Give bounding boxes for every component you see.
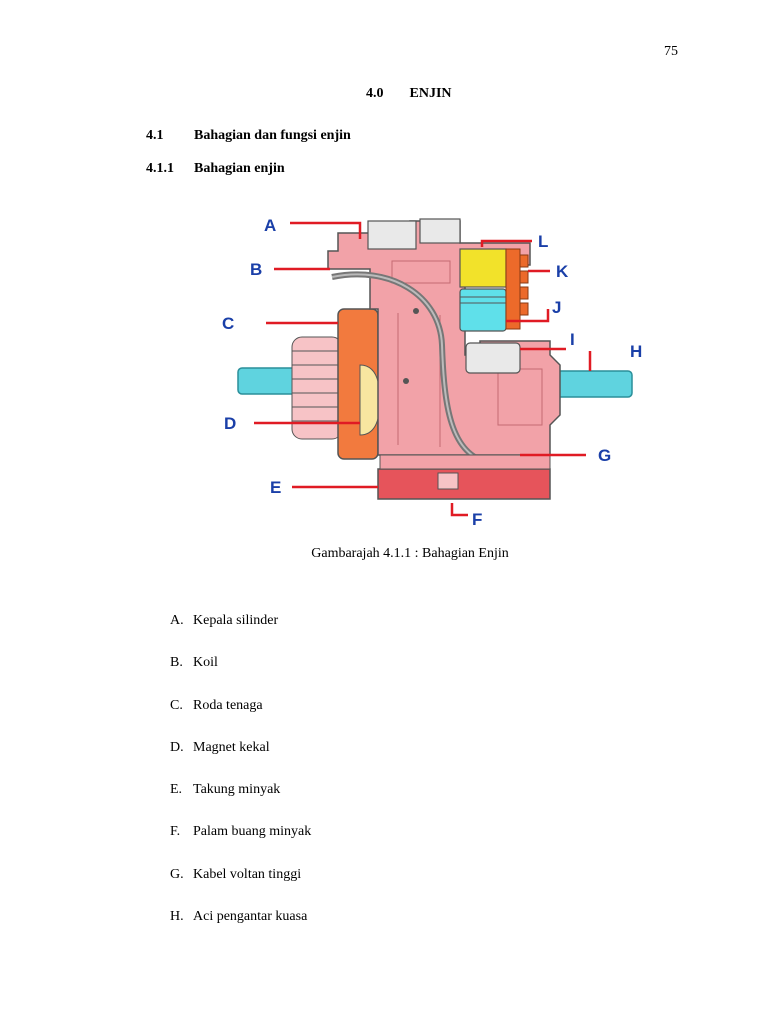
label-d: D bbox=[224, 414, 236, 433]
list-item: D. Magnet kekal bbox=[170, 738, 311, 780]
label-b: B bbox=[250, 260, 262, 279]
item-text: Takung minyak bbox=[193, 782, 281, 798]
label-a: A bbox=[264, 216, 276, 235]
item-text: Magnet kekal bbox=[193, 739, 270, 755]
item-key: B. bbox=[170, 655, 183, 671]
label-i: I bbox=[570, 330, 575, 349]
cylinder-head bbox=[367, 220, 417, 250]
cylinder-fins bbox=[505, 248, 529, 330]
bolt bbox=[403, 378, 409, 384]
label-l: L bbox=[538, 232, 548, 251]
chapter-title: ENJIN bbox=[409, 86, 452, 101]
chapter-heading: 4.0 ENJIN bbox=[366, 86, 452, 102]
label-k: K bbox=[556, 262, 569, 281]
page-number: 75 bbox=[664, 44, 678, 59]
oil-drain-plug bbox=[437, 472, 459, 490]
item-text: Roda tenaga bbox=[193, 697, 263, 713]
leader-lines bbox=[254, 221, 592, 517]
head-cover bbox=[419, 218, 461, 244]
parts-list: A. Kepala silinder B. Koil C. Roda tenaga D… bbox=[170, 611, 311, 949]
item-text: Kabel voltan tinggi bbox=[193, 866, 302, 882]
gear bbox=[465, 342, 521, 374]
label-j: J bbox=[552, 298, 561, 317]
list-item: G. Kabel voltan tinggi bbox=[170, 865, 311, 907]
label-e: E bbox=[270, 478, 281, 497]
section-number: 4.1 bbox=[146, 128, 164, 143]
label-h: H bbox=[630, 342, 642, 361]
list-item: H. Aci pengantar kuasa bbox=[170, 907, 311, 949]
section-heading: 4.1 Bahagian dan fungsi enjin bbox=[146, 128, 351, 144]
list-item: E. Takung minyak bbox=[170, 780, 311, 822]
item-text: Palam buang minyak bbox=[193, 824, 312, 840]
list-item: A. Kepala silinder bbox=[170, 611, 311, 653]
piston-ring-section bbox=[459, 248, 507, 288]
list-item: C. Roda tenaga bbox=[170, 696, 311, 738]
item-text: Aci pengantar kuasa bbox=[193, 909, 308, 925]
label-c: C bbox=[222, 314, 234, 333]
item-key: A. bbox=[170, 613, 184, 628]
oil-sump bbox=[377, 468, 551, 500]
item-key: D. bbox=[170, 739, 184, 755]
item-key: C. bbox=[170, 697, 183, 713]
item-key: G. bbox=[170, 866, 184, 882]
item-key: F. bbox=[170, 824, 181, 840]
bolt bbox=[413, 308, 419, 314]
piston bbox=[459, 288, 507, 332]
power-shaft bbox=[549, 370, 633, 398]
subsection-heading: 4.1.1 Bahagian enjin bbox=[146, 161, 285, 177]
cable-highlight bbox=[331, 273, 521, 468]
engine-diagram: A B C D E F G H I J K L bbox=[222, 216, 642, 525]
label-g: G bbox=[598, 446, 611, 465]
section-title: Bahagian dan fungsi enjin bbox=[194, 128, 351, 143]
item-text: Kepala silinder bbox=[193, 613, 279, 628]
chapter-number: 4.0 bbox=[366, 86, 384, 101]
label-f: F bbox=[472, 510, 482, 525]
subsection-number: 4.1.1 bbox=[146, 161, 174, 176]
shaft-left bbox=[237, 367, 299, 395]
list-item: B. Koil bbox=[170, 653, 311, 695]
crankcase-lower bbox=[379, 454, 551, 470]
subsection-title: Bahagian enjin bbox=[194, 161, 285, 176]
list-item: F. Palam buang minyak bbox=[170, 822, 311, 864]
item-key: H. bbox=[170, 909, 184, 925]
item-key: E. bbox=[170, 782, 183, 798]
item-text: Koil bbox=[193, 655, 218, 671]
figure-caption: Gambarajah 4.1.1 : Bahagian Enjin bbox=[311, 546, 509, 561]
